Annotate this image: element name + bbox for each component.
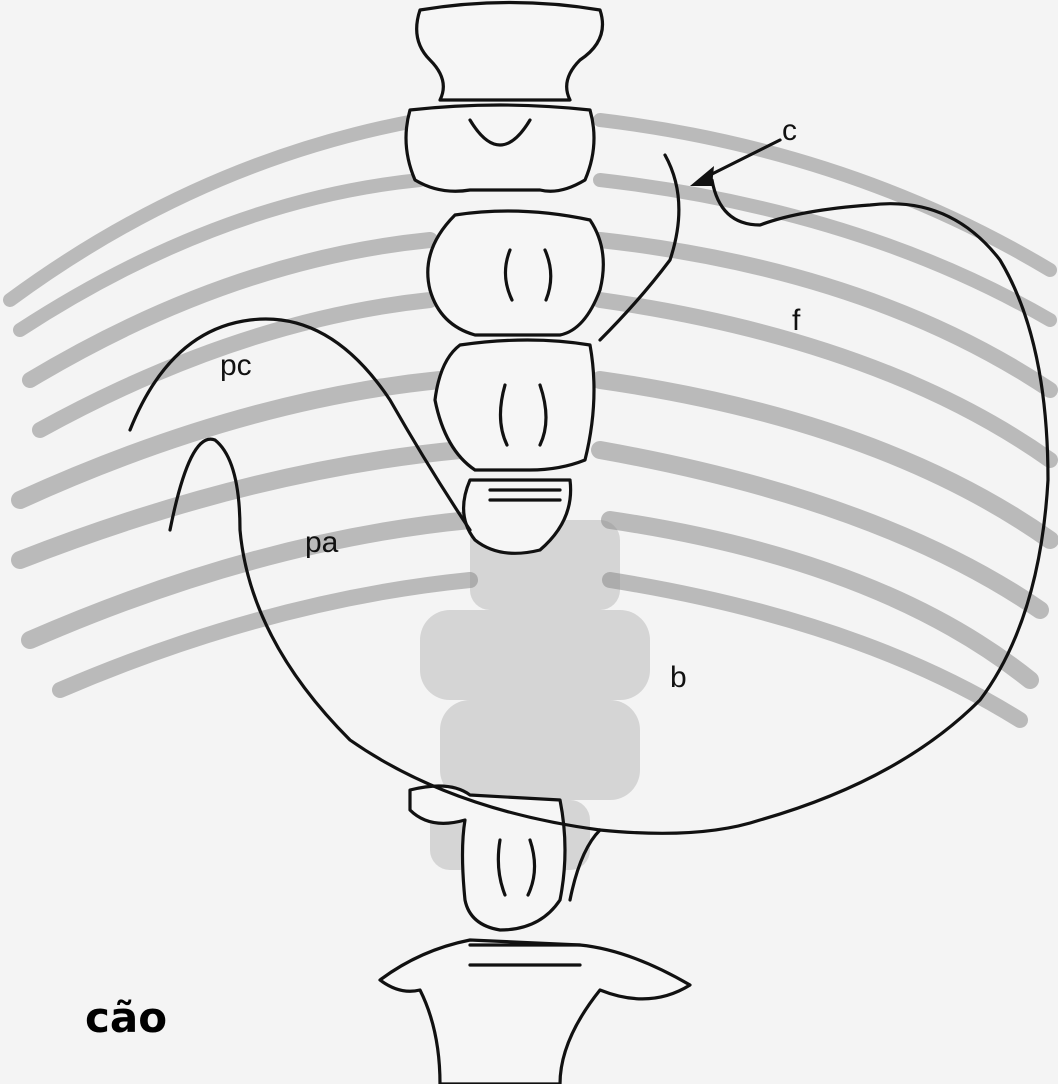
label-pc: pc <box>220 349 252 382</box>
vertebra-3 <box>428 211 604 335</box>
vertebra-4 <box>435 340 594 470</box>
label-c: c <box>782 114 797 147</box>
label-f: f <box>792 304 801 337</box>
label-pa: pa <box>305 526 339 559</box>
vertebra-2 <box>406 105 594 191</box>
figure-caption: cão <box>85 993 167 1042</box>
label-b: b <box>670 661 687 694</box>
